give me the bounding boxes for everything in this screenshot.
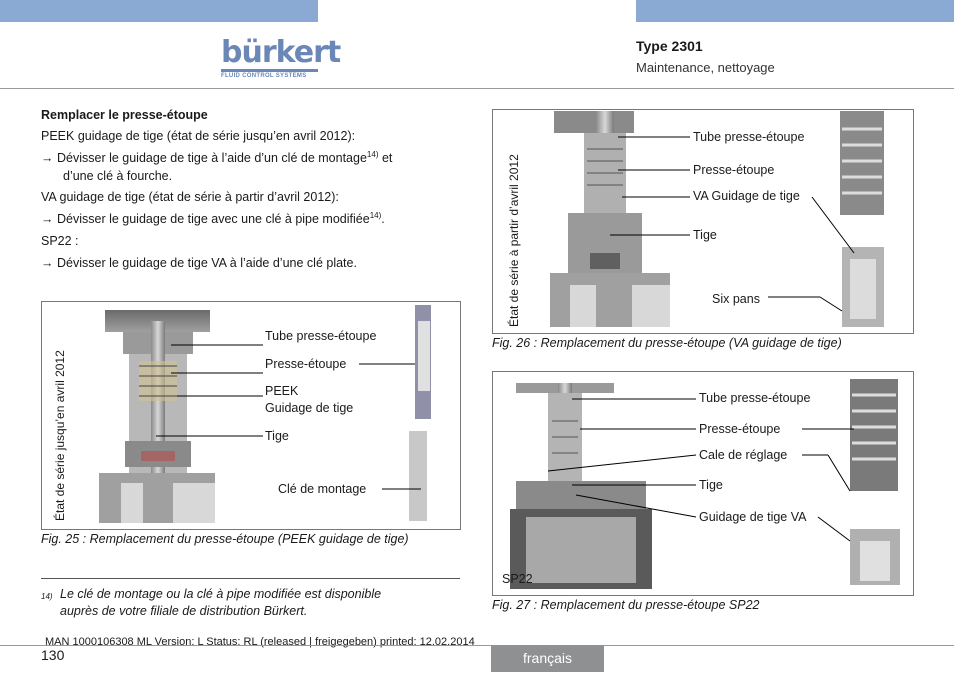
fig25-valve-drawing <box>99 305 431 523</box>
fig25-label-cle: Clé de montage <box>278 482 367 496</box>
arrow-icon: → <box>41 151 54 165</box>
footer-rule <box>0 645 954 646</box>
footnote-line-1: Le clé de montage ou la clé à pipe modif… <box>60 587 382 601</box>
fig27-label-sp22: SP22 <box>502 572 533 586</box>
fig27-label-cale: Cale de réglage <box>699 448 788 462</box>
footnote-marker: 14) <box>41 592 53 601</box>
document-info: MAN 1000106308 ML Version: L Status: RL … <box>45 636 475 648</box>
sp22-line: SP22 : <box>41 234 79 248</box>
fig26-label-six: Six pans <box>712 292 760 306</box>
fig27-label-tube: Tube presse-étoupe <box>699 391 811 405</box>
fig26-label-tige: Tige <box>693 228 717 242</box>
step-2: → Dévisser le guidage de tige avec une c… <box>41 210 385 226</box>
fig26-label-tube: Tube presse-étoupe <box>693 130 805 144</box>
fig27-label-guidage: Guidage de tige VA <box>699 510 807 524</box>
fig27-label-tige: Tige <box>699 478 723 492</box>
header-bar-right <box>636 0 954 22</box>
fig25-label-peek: PEEK <box>265 384 299 398</box>
fig25-label-tige: Tige <box>265 429 289 443</box>
fig26-valve-drawing <box>550 111 884 327</box>
header-rule <box>0 88 954 89</box>
footnote-line-2: auprès de votre filiale de distribution … <box>60 604 308 618</box>
step-1: → Dévisser le guidage de tige à l’aide d… <box>41 149 393 165</box>
step-3: → Dévisser le guidage de tige VA à l’aid… <box>41 256 357 270</box>
step-1-cont: d’une clé à fourche. <box>63 169 173 183</box>
arrow-icon: → <box>41 212 54 226</box>
page-number: 130 <box>41 647 65 663</box>
fig25-label-presse: Presse-étoupe <box>265 357 347 371</box>
va-line: VA guidage de tige (état de série à part… <box>41 190 339 204</box>
fig25-label-guidage: Guidage de tige <box>265 401 354 415</box>
burkert-logo: bürkert FLUID CONTROL SYSTEMS <box>221 35 341 79</box>
fig25-caption: Fig. 25 : Remplacement du presse-étoupe … <box>41 532 409 546</box>
section-heading: Remplacer le presse-étoupe <box>41 108 208 122</box>
fig26-label-va: VA Guidage de tige <box>693 189 800 203</box>
section-label: Maintenance, nettoyage <box>636 60 775 75</box>
footnote-rule <box>41 578 460 579</box>
peek-line: PEEK guidage de tige (état de série jusq… <box>41 129 356 143</box>
fig27-valve-drawing <box>510 379 900 589</box>
fig26-caption: Fig. 26 : Remplacement du presse-étoupe … <box>492 336 842 350</box>
fig27-caption: Fig. 27 : Remplacement du presse-étoupe … <box>492 598 760 612</box>
logo-text: bürkert <box>221 35 341 70</box>
fig27-label-presse: Presse-étoupe <box>699 422 781 436</box>
arrow-icon: → <box>41 256 54 270</box>
type-label: Type 2301 <box>636 38 703 54</box>
logo-subtitle: FLUID CONTROL SYSTEMS <box>221 73 307 79</box>
header-bar-left <box>0 0 318 22</box>
fig26-label-presse: Presse-étoupe <box>693 163 775 177</box>
language-tab: français <box>491 645 604 672</box>
fig25-label-tube: Tube presse-étoupe <box>265 329 377 343</box>
